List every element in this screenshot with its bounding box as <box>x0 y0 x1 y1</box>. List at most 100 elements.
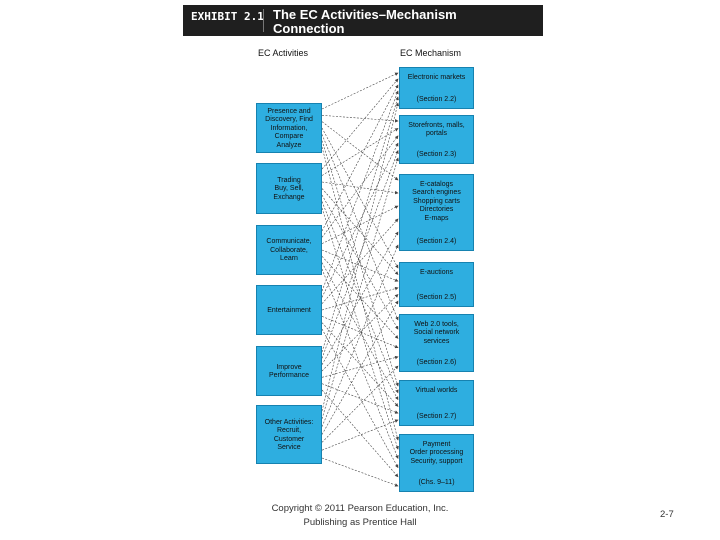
connection-arrow <box>321 355 399 378</box>
mechanism-box-line: Social network <box>413 329 460 337</box>
mechanism-box-line: E-auctions <box>419 269 454 276</box>
connection-arrow <box>321 194 399 330</box>
mechanism-box-section-ref: (Chs. 9–11) <box>418 478 455 486</box>
connection-arrow <box>321 262 399 401</box>
connection-arrow <box>321 457 399 487</box>
connection-arrow <box>321 268 399 459</box>
connection-arrow <box>321 128 399 176</box>
connection-arrow <box>321 328 399 469</box>
activity-box-line: Trading <box>277 176 301 184</box>
mechanism-box-section-ref: (Section 2.7) <box>416 412 457 420</box>
connection-arrow <box>321 90 399 292</box>
mechanism-box-line: portals <box>425 130 447 138</box>
connection-arrow <box>321 286 399 311</box>
connection-arrow <box>321 146 399 441</box>
connection-arrow <box>321 300 399 435</box>
connection-arrow <box>321 389 399 478</box>
activity-box-line: Presence and <box>267 108 311 115</box>
mechanism-box-section-ref: (Section 2.4) <box>416 237 457 245</box>
connection-arrow <box>321 293 399 372</box>
mechanism-box-line: Order processing <box>409 449 464 457</box>
connection-arrow <box>321 365 399 443</box>
exhibit-title: The EC Activities–Mechanism Connection <box>273 8 538 36</box>
connection-arrow <box>321 244 399 427</box>
connection-arrow <box>321 96 399 353</box>
connection-arrow <box>321 322 399 407</box>
activity-box-line: Collaborate, <box>270 246 308 254</box>
connection-arrow <box>321 135 399 238</box>
mechanism-box: Storefronts, malls,portals (Section 2.3) <box>399 115 474 164</box>
activity-box-line: Discovery, Find <box>265 116 313 124</box>
activity-box-line: Analyze <box>276 141 302 149</box>
exhibit-header: EXHIBIT 2.1 The EC Activities–Mechanism … <box>183 5 543 36</box>
connection-arrow <box>321 419 399 451</box>
mechanism-box-section-ref: (Section 2.5) <box>416 293 457 301</box>
copyright-line-1: Copyright © 2011 Pearson Education, Inc. <box>271 503 449 514</box>
activity-box-line: Other Activities: <box>264 418 314 426</box>
connection-arrow <box>321 72 399 110</box>
mechanism-box-section-ref: (Section 2.6) <box>416 358 457 366</box>
connection-arrow <box>321 121 399 181</box>
mechanism-box-line: Shopping carts <box>413 197 460 205</box>
mechanism-box-line: Storefronts, malls, <box>408 122 465 129</box>
activity-box-line: Information, <box>270 124 308 132</box>
copyright-footer: Copyright © 2011 Pearson Education, Inc.… <box>240 502 480 530</box>
connection-arrow <box>321 150 399 359</box>
connection-arrow <box>321 181 399 195</box>
activities-column-heading: EC Activities <box>258 48 309 58</box>
activity-box-line: Service <box>277 443 301 451</box>
mechanism-box-line: Search engines <box>412 189 461 197</box>
connection-arrow <box>321 84 399 232</box>
mechanism-box-line: Virtual worlds <box>415 387 458 394</box>
connection-arrow <box>321 115 399 123</box>
activity-box-line: Learn <box>280 255 298 263</box>
connection-arrow <box>321 201 399 394</box>
connection-arrow <box>321 316 399 349</box>
mechanism-box: Electronic markets (Section 2.2) <box>399 67 474 109</box>
connection-arrow <box>321 78 399 170</box>
activity-box-line: Compare <box>274 133 304 141</box>
connection-arrow <box>321 140 399 387</box>
activity-box: Communicate,Collaborate,Learn <box>256 225 322 275</box>
mechanism-column-heading: EC Mechanism <box>400 48 462 58</box>
mechanism-box-line: Payment <box>422 441 451 448</box>
activity-box-line: Communicate, <box>266 238 312 246</box>
copyright-line-2: Publishing as Prentice Hall <box>303 517 417 528</box>
connection-arrow <box>321 157 399 419</box>
connection-arrow <box>321 134 399 321</box>
exhibit-title-line-2: Connection <box>273 21 345 36</box>
activity-box-line: Customer <box>273 435 305 443</box>
connection-arrow <box>321 231 399 365</box>
mechanism-box-line: services <box>423 337 450 345</box>
activity-box-line: Buy, Sell, <box>274 185 304 193</box>
connection-arrow <box>321 249 399 282</box>
activity-box-line: Exchange <box>273 193 305 201</box>
mechanism-box-line: Web 2.0 tools, <box>414 321 459 328</box>
mechanism-box: Virtual worlds (Section 2.7) <box>399 380 474 426</box>
connection-arrow <box>321 256 399 339</box>
activity-box-line: Recruit, <box>276 427 302 435</box>
exhibit-label: EXHIBIT 2.1 <box>191 10 264 23</box>
connection-arrow <box>321 188 399 276</box>
connection-arrow <box>321 218 399 304</box>
mechanism-box-line: Directories <box>419 206 454 214</box>
connection-arrow <box>321 102 400 412</box>
activity-box-line: Performance <box>268 372 310 379</box>
mechanism-box-line: E-catalogs <box>419 181 454 188</box>
exhibit-title-line-1: The EC Activities–Mechanism <box>273 7 457 22</box>
mechanism-box-section-ref: (Section 2.2) <box>416 95 457 103</box>
activity-box-line: Improve <box>276 363 302 371</box>
activity-box: Entertainment <box>256 285 322 335</box>
page-number: 2-7 <box>660 509 674 520</box>
mechanism-box-section-ref: (Section 2.3) <box>416 150 457 158</box>
mechanism-box: E-auctions (Section 2.5) <box>399 262 474 307</box>
mechanism-box-line: E-maps <box>424 214 449 222</box>
connection-arrow <box>321 207 399 450</box>
mechanism-box-line: Electronic markets <box>407 74 466 81</box>
